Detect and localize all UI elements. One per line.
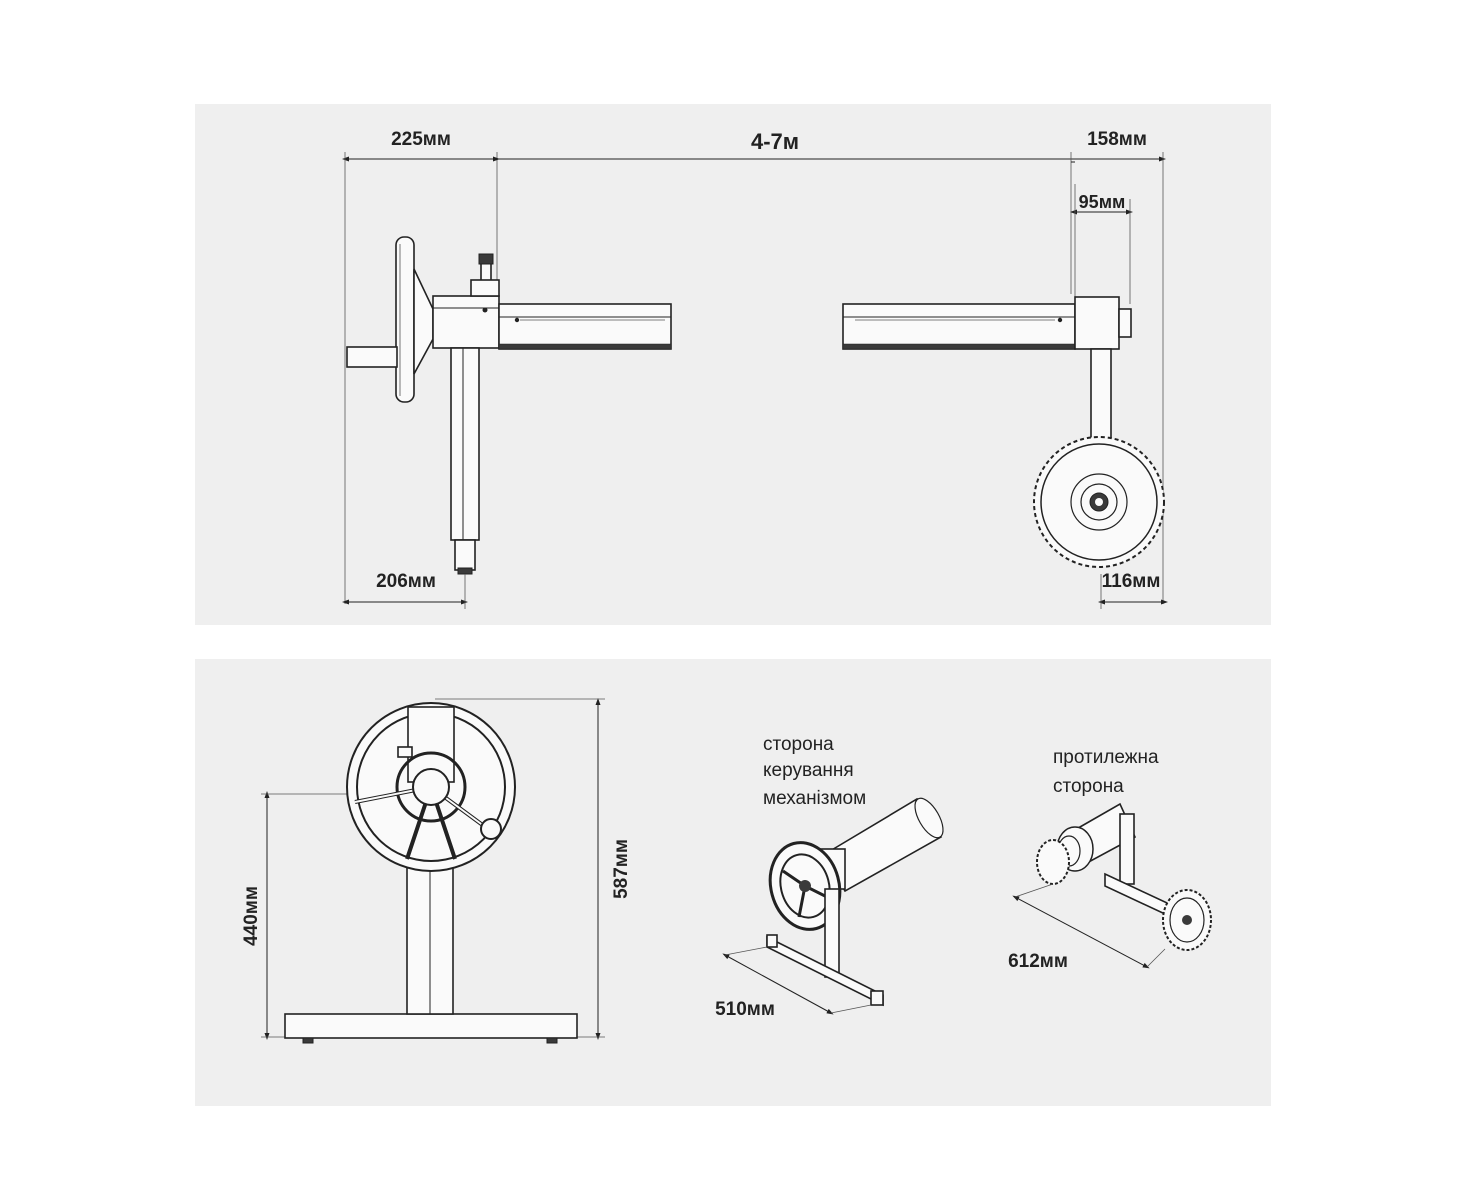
opposite-side-view: протилежна сторона 612мм [1008,747,1212,972]
opposite-side-label-line1: протилежна [1053,747,1159,768]
control-side-view: сторона керування механізмом 510мм [715,734,944,1020]
dim-wheel-label: 116мм [1102,571,1161,592]
control-side-dim-label: 510мм [715,999,775,1020]
wheel-side [1033,436,1165,568]
bottom-views-panel: 440мм 587мм сторона керування механізмом [195,659,1271,1106]
dimension-overall [342,152,1166,604]
control-side-label-line2: керування [763,760,854,781]
dim-length-label: 4-7м [751,129,799,154]
control-side-label-line3: механізмом [763,788,866,809]
dim-right-inner-label: 95мм [1079,192,1126,212]
hand-wheel-side [346,236,434,403]
top-view-drawing: 225мм 4-7м 158мм 95мм [342,129,1168,609]
control-side-label-line1: сторона [763,734,834,755]
roller-tube-left [498,303,672,350]
dim-total-height-label: 587мм [611,839,632,899]
bottom-views-drawing: 440мм 587мм сторона керування механізмом [241,698,1212,1044]
control-block [432,253,500,349]
front-view [261,698,605,1044]
dim-left-label: 225мм [391,129,451,150]
dim-leg-label: 206мм [376,571,436,592]
dim-right-label: 158мм [1087,129,1147,150]
end-block [1074,296,1132,440]
leg [450,347,480,575]
opposite-side-label-line2: сторона [1053,776,1124,797]
top-view-panel: 225мм 4-7м 158мм 95мм [195,104,1271,625]
dim-axis-height-label: 440мм [241,886,262,946]
roller-tube-right [842,303,1076,350]
opposite-side-dim-label: 612мм [1008,951,1068,972]
